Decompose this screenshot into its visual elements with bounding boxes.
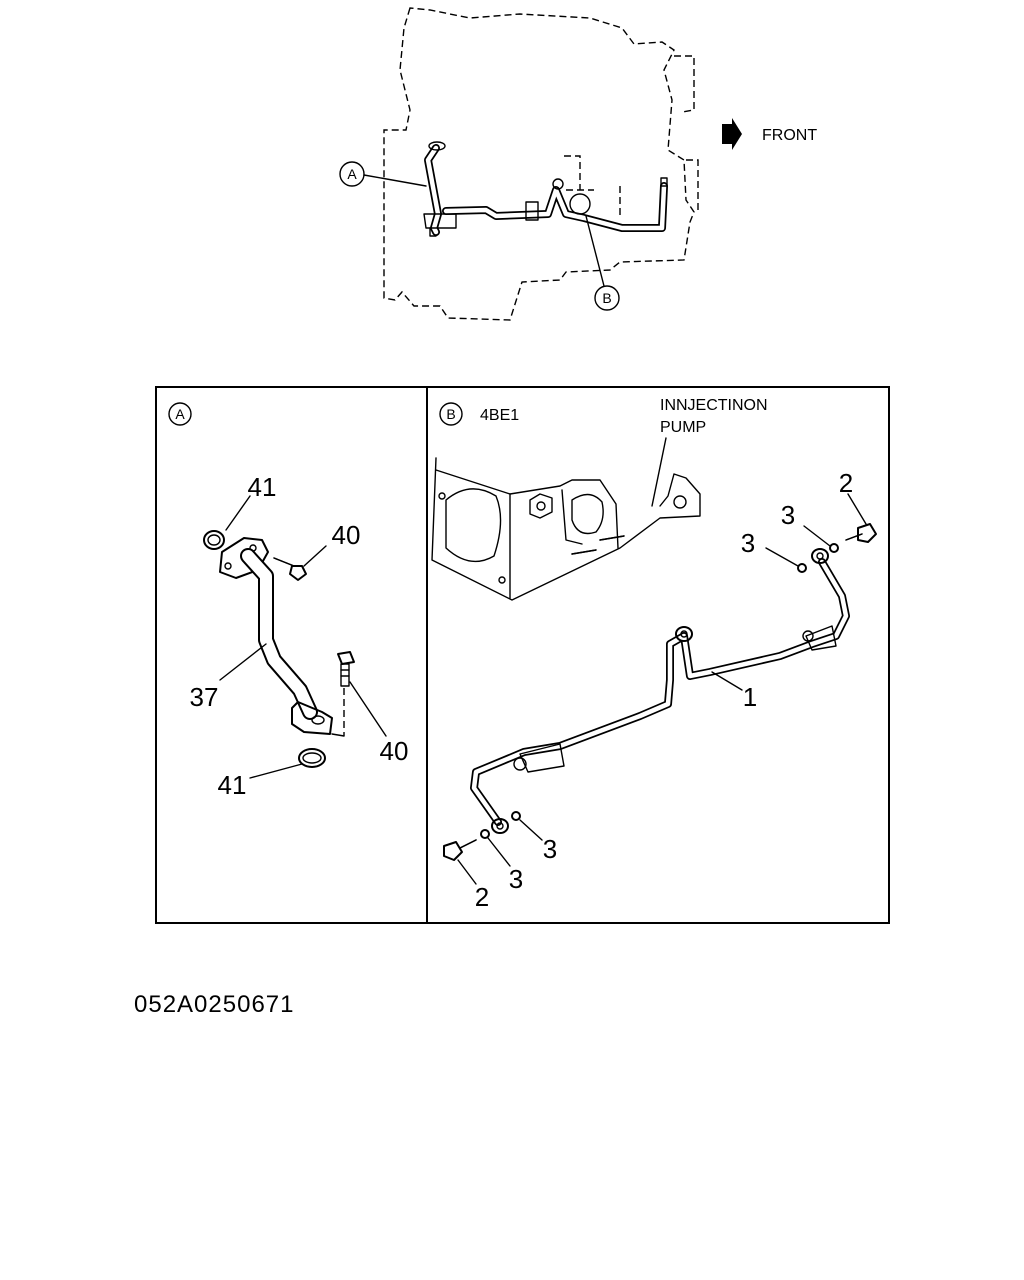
callout-40-bottom: 40 — [380, 736, 409, 766]
callout-3-upper-2: 3 — [741, 528, 755, 558]
bolt-top-40 — [273, 557, 307, 581]
overview-callout-b: B — [602, 290, 611, 306]
overview-callout-a-circle — [339, 161, 365, 187]
engine-model-label: 4BE1 — [480, 407, 519, 424]
washer-upper-1 — [829, 543, 839, 553]
eye-bolt-upper — [845, 523, 877, 543]
water-pipe-37 — [240, 548, 318, 720]
overview-callout-a: A — [347, 166, 357, 182]
overview-pipe-a — [423, 141, 457, 237]
engine-block-fragment — [431, 457, 701, 601]
injection-pump-label-line1: INNJECTINON — [660, 397, 768, 414]
washer-lower-2 — [511, 811, 521, 821]
bolt-bottom-40 — [337, 651, 355, 687]
lower-flange — [291, 701, 333, 735]
overview-callout-b-circle — [594, 285, 620, 311]
callout-2-lower: 2 — [475, 882, 489, 912]
callout-3-lower-1: 3 — [543, 834, 557, 864]
eye-bolt-lower — [443, 839, 477, 861]
callout-37: 37 — [190, 682, 219, 712]
callout-41-bottom: 41 — [218, 770, 247, 800]
callout-1: 1 — [743, 682, 757, 712]
detail-frame — [155, 386, 890, 924]
injection-pump-label-line2: PUMP — [660, 419, 706, 436]
callout-3-upper-1: 3 — [781, 500, 795, 530]
engine-overview: A B FRONT — [339, 7, 817, 321]
o-ring-top — [203, 530, 225, 550]
callout-2-upper: 2 — [839, 468, 853, 498]
panel-a-letter: A — [175, 406, 185, 422]
fuel-pipe-1 — [470, 548, 850, 834]
washer-lower-1 — [480, 829, 490, 839]
detail-panel-b: B 4BE1 INNJECTINON PUMP — [431, 397, 877, 912]
panel-b-letter: B — [446, 406, 455, 422]
callout-3-lower-2: 3 — [509, 864, 523, 894]
o-ring-bottom — [298, 748, 326, 768]
document-id: 052A0250671 — [134, 991, 294, 1018]
overview-pipe-b — [442, 177, 668, 232]
front-label: FRONT — [762, 127, 817, 144]
detail-panel-a: A — [168, 402, 409, 800]
engine-outline — [383, 7, 695, 321]
callout-41-top: 41 — [248, 472, 277, 502]
callout-40-top: 40 — [332, 520, 361, 550]
washer-upper-2 — [797, 563, 807, 573]
front-arrow-icon — [722, 118, 742, 150]
